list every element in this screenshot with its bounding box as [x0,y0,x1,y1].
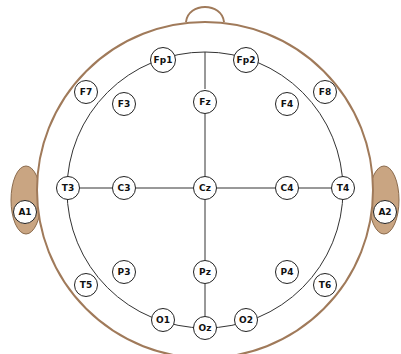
electrode-label: Fp1 [154,56,173,65]
electrode-label: O1 [156,316,170,325]
electrode-circle: F8 [313,80,337,104]
electrode-label: T4 [337,184,349,193]
electrode-circle: T3 [56,176,80,200]
electrode-circle: F4 [275,92,299,116]
electrode-circle: Fp1 [150,47,176,73]
electrode-circle: Fz [193,90,217,114]
electrode-circle: P3 [112,260,136,284]
reference-line [217,188,275,189]
electrode-circle: T5 [74,273,98,297]
electrode-circle: F7 [74,80,98,104]
midline [205,52,206,89]
electrode-label: A2 [378,208,391,217]
electrode-label: Fz [199,98,210,107]
electrode-label: A1 [18,208,31,217]
electrode-circle: T6 [313,273,337,297]
electrode-label: C4 [281,184,294,193]
electrode-label: F8 [319,88,331,97]
electrode-label: F3 [118,100,130,109]
electrode-label: P4 [281,268,294,277]
electrode-circle: F3 [112,92,136,116]
electrode-circle: O2 [234,308,258,332]
reference-circle [67,52,343,328]
reference-line [80,188,112,189]
electrode-circle: A2 [373,200,397,224]
reference-line [205,114,206,176]
electrode-circle: C3 [112,176,136,200]
electrode-label: F4 [281,100,293,109]
electrode-circle: Oz [193,316,217,340]
reference-line [136,188,193,189]
electrode-label: Oz [199,324,212,333]
electrode-circle: Pz [193,260,217,284]
reference-line [299,188,331,189]
electrode-label: T6 [319,281,331,290]
electrode-label: Cz [199,184,211,193]
electrode-circle: T4 [331,176,355,200]
electrode-circle: Cz [193,176,217,200]
electrode-label: O2 [239,316,253,325]
electrode-label: F7 [80,88,92,97]
electrode-label: T3 [62,184,74,193]
electrode-label: Pz [199,268,211,277]
electrode-label: Fp2 [237,56,256,65]
reference-line [205,200,206,260]
reference-line [205,284,206,316]
head-outline [37,22,373,354]
electrode-circle: A1 [13,200,37,224]
electrode-circle: Fp2 [233,47,259,73]
electrode-label: T5 [80,281,92,290]
electrode-label: C3 [118,184,131,193]
electrode-circle: C4 [275,176,299,200]
nose-outline [186,7,224,22]
electrode-label: P3 [118,268,131,277]
electrode-circle: P4 [275,260,299,284]
electrode-circle: O1 [151,308,175,332]
